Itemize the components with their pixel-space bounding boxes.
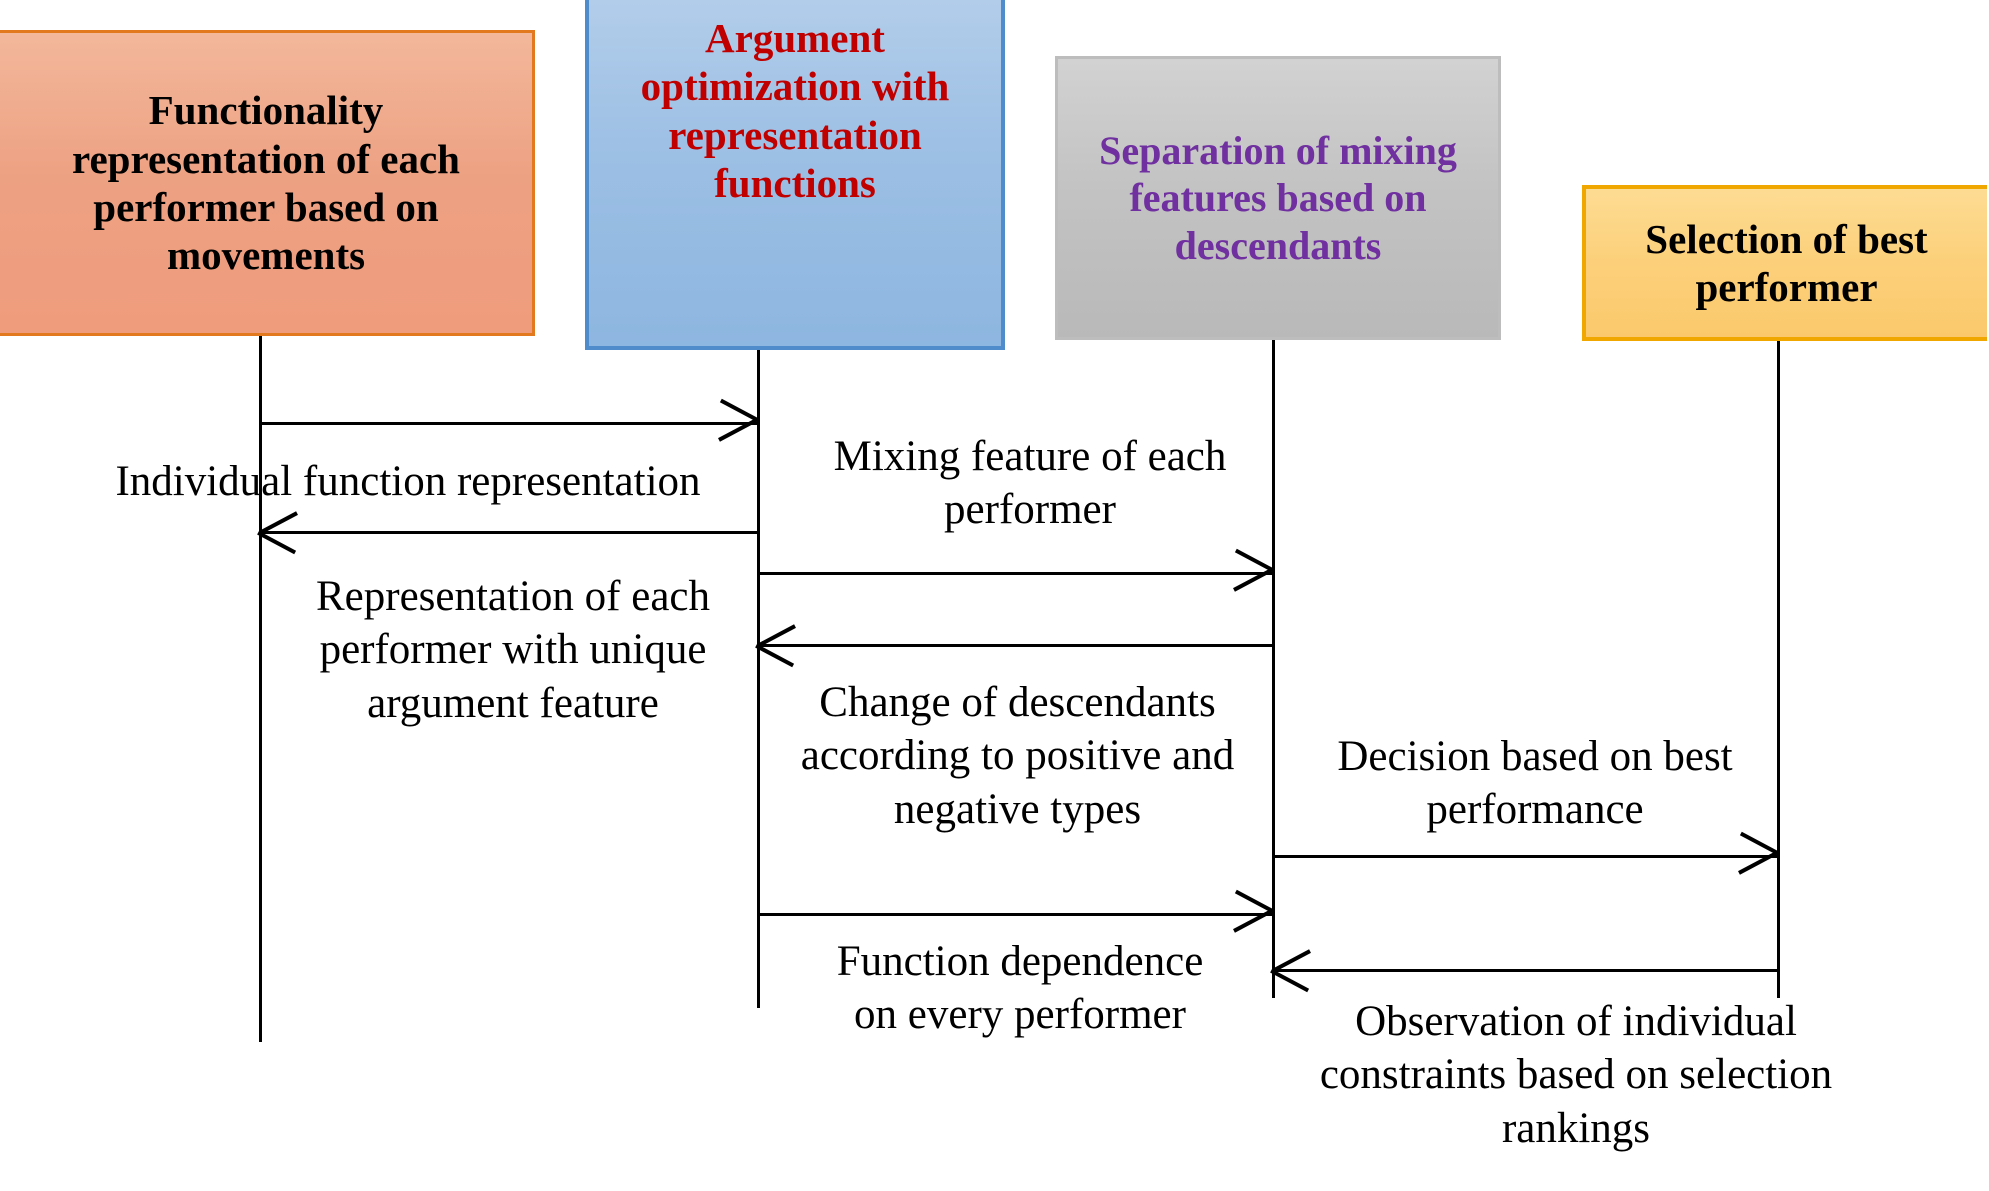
- message-line-m7: [1272, 969, 1777, 972]
- message-label-function-dependence: Function dependence on every performer: [836, 938, 1204, 1039]
- participant-box-selection[interactable]: Selection of best performer: [1582, 185, 1987, 341]
- participant-box-separation[interactable]: Separation of mixing features based on d…: [1055, 56, 1501, 340]
- message-line-m2: [259, 531, 757, 534]
- message-line-m3: [757, 572, 1272, 575]
- participant-label-functionality: Functionality representation of each per…: [72, 87, 460, 279]
- message-label-mixing-feature: Mixing feature of each performer: [833, 433, 1227, 534]
- message-label-representation-unique-argument: Representation of each performer with un…: [316, 573, 710, 727]
- message-line-m1: [259, 422, 757, 425]
- participant-label-separation: Separation of mixing features based on d…: [1099, 128, 1457, 268]
- message-label-decision-best-performance: Decision based on best performance: [1337, 733, 1733, 834]
- message-label-individual-function-representation: Individual function representation: [115, 458, 701, 505]
- lifeline-selection: [1777, 341, 1780, 998]
- lifeline-separation: [1272, 340, 1275, 998]
- participant-box-argument[interactable]: Argument optimization with representatio…: [585, 0, 1005, 350]
- lifeline-functionality: [259, 336, 262, 1042]
- participant-label-argument: Argument optimization with representatio…: [640, 15, 950, 207]
- participant-label-selection: Selection of best performer: [1645, 215, 1928, 310]
- lifeline-argument: [757, 350, 760, 1008]
- message-label-change-of-descendants: Change of descendants according to posit…: [800, 679, 1235, 833]
- message-line-m4: [757, 644, 1272, 647]
- participant-box-functionality[interactable]: Functionality representation of each per…: [0, 30, 535, 336]
- message-label-observation-constraints: Observation of individual constraints ba…: [1319, 998, 1833, 1152]
- message-line-m6: [757, 913, 1272, 916]
- message-line-m5: [1272, 855, 1777, 858]
